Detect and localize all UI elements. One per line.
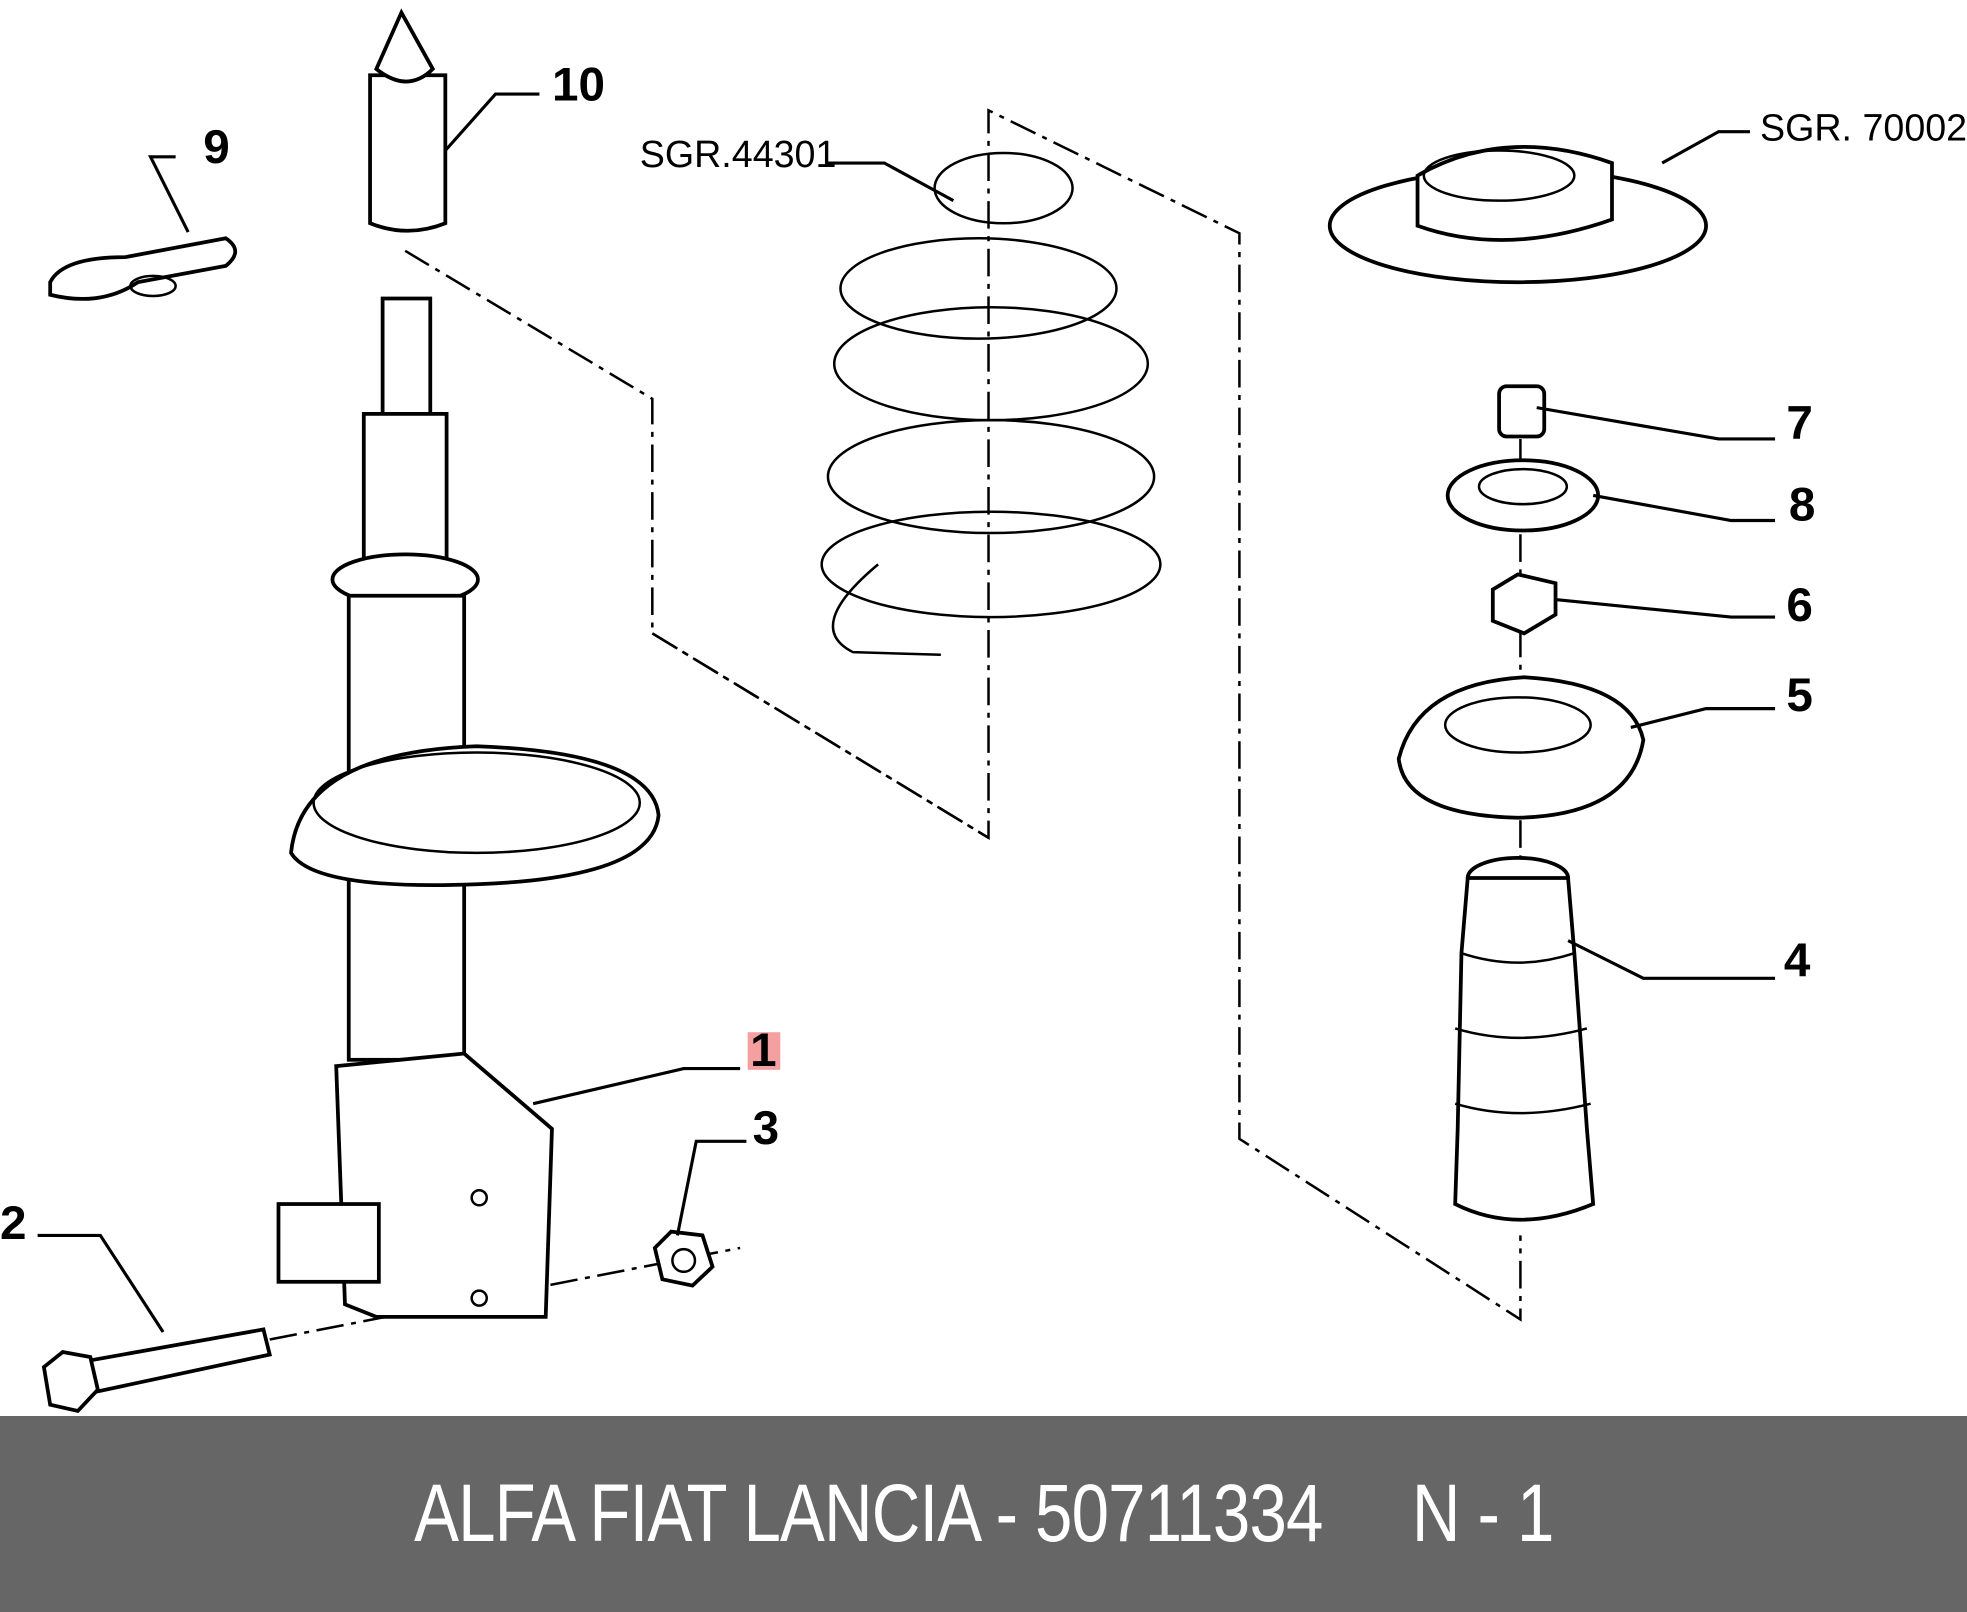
- part-5-mount[interactable]: [1396, 675, 1646, 820]
- top-mount-plate[interactable]: [1327, 145, 1708, 285]
- group-ref-spring[interactable]: SGR.44301: [640, 133, 837, 175]
- callout-2[interactable]: 2: [0, 1197, 27, 1250]
- callout-9[interactable]: 9: [203, 121, 230, 174]
- part-6-nut[interactable]: [1490, 572, 1558, 636]
- part-1-strut[interactable]: [276, 296, 661, 1319]
- callout-8[interactable]: 8: [1789, 479, 1816, 532]
- callout-10[interactable]: 10: [552, 58, 605, 111]
- part-7-nut[interactable]: [1497, 384, 1547, 439]
- part-number-caption: ALFA FIAT LANCIA - 50711334 N - 1: [413, 1468, 1554, 1559]
- coil-spring[interactable]: [820, 151, 1162, 656]
- callout-3[interactable]: 3: [753, 1102, 780, 1155]
- group-ref-top-mount[interactable]: SGR. 70002: [1760, 106, 1967, 148]
- part-3-nut[interactable]: [652, 1229, 715, 1288]
- part-10-cap[interactable]: [368, 8, 448, 233]
- footer-bar: ALFA FIAT LANCIA - 50711334 N - 1: [0, 1416, 1967, 1612]
- assembly-line: [651, 632, 990, 839]
- parts-diagram: 1 2 3 4 5 6 7 8 9 10 SGR.44301 SGR. 7000…: [0, 8, 1967, 1414]
- part-2-bolt[interactable]: [41, 1327, 273, 1414]
- callout-1[interactable]: 1: [750, 1024, 777, 1077]
- callout-7[interactable]: 7: [1786, 397, 1813, 450]
- callout-5[interactable]: 5: [1786, 669, 1813, 722]
- callout-1-highlight: [747, 1032, 781, 1070]
- part-8-cup[interactable]: [1445, 458, 1601, 533]
- assembly-outline-strut: [404, 108, 1522, 1322]
- callout-4[interactable]: 4: [1784, 934, 1811, 987]
- part-4-bump-stop[interactable]: [1453, 855, 1596, 1222]
- part-9-clip[interactable]: [48, 236, 238, 301]
- callout-6[interactable]: 6: [1786, 579, 1813, 632]
